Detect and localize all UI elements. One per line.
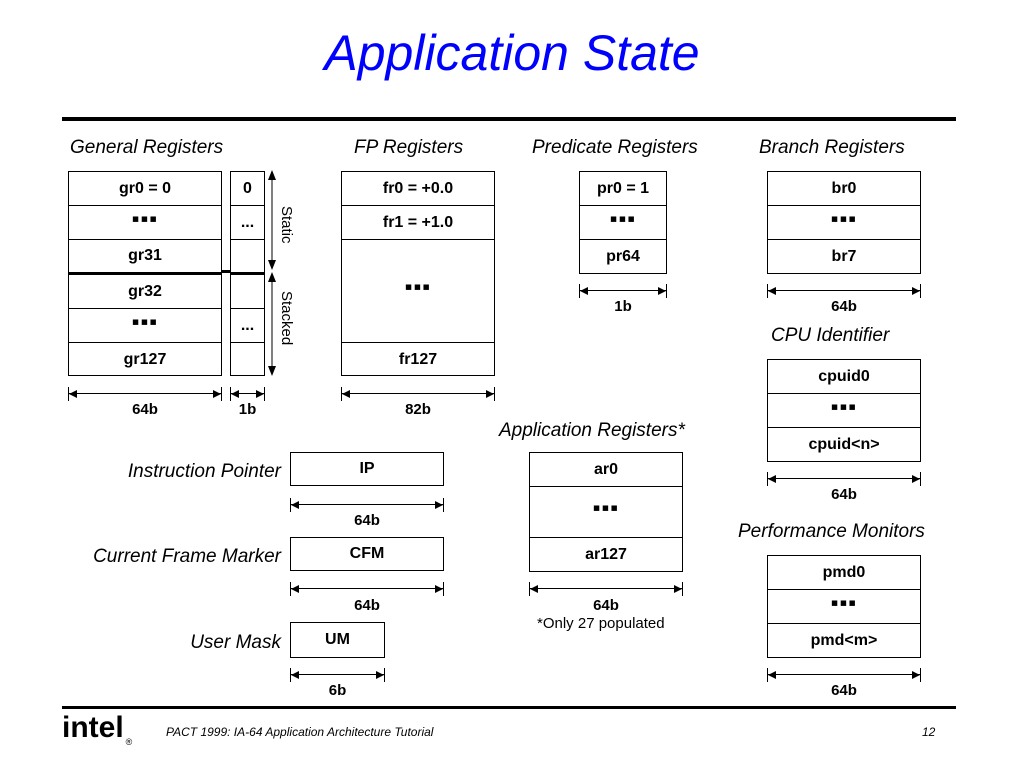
cpu-identifier-header: CPU Identifier xyxy=(771,325,890,346)
general-registers-header: General Registers xyxy=(70,137,224,158)
ar-cell: ar127 xyxy=(585,546,627,563)
fr-cell: ▪▪▪ xyxy=(342,240,494,343)
pr-cell: pr0 = 1 xyxy=(580,172,666,206)
nat-cell: 0 xyxy=(231,172,264,206)
nat-cell xyxy=(231,275,264,309)
nat-cell: ... xyxy=(231,206,264,240)
fr-width-dimension xyxy=(341,387,495,401)
gr-cell: gr31 xyxy=(69,240,221,275)
um-width-dimension xyxy=(290,668,385,682)
slide-title: Application State xyxy=(324,25,700,81)
footer-text: PACT 1999: IA-64 Application Architectur… xyxy=(166,725,434,739)
registered-mark-icon: ® xyxy=(125,737,133,747)
ar-width-dimension xyxy=(529,582,683,596)
stacked-label: Stacked xyxy=(278,291,295,346)
intel-logo: intel® xyxy=(62,711,132,747)
gr-cell: ▪▪▪ xyxy=(69,206,221,240)
br-cell: br0 xyxy=(768,172,920,206)
br-cell: br7 xyxy=(831,248,857,265)
instruction-pointer-label: Instruction Pointer xyxy=(127,461,281,482)
application-registers-header: Application Registers* xyxy=(499,420,685,441)
pmd-width-dimension xyxy=(767,668,921,682)
gr-cell: gr0 = 0 xyxy=(69,172,221,206)
ip-cell: IP xyxy=(359,460,375,477)
cfm-width-label: 64b xyxy=(354,597,380,614)
ar-width-label: 64b xyxy=(593,597,619,614)
cpu-identifier-stack: cpuid0 ▪▪▪ cpuid<n> xyxy=(767,359,921,462)
gr-cell: gr127 xyxy=(123,350,167,368)
ar-cell: ar0 xyxy=(530,453,682,487)
fr-cell: fr127 xyxy=(398,350,438,368)
current-frame-marker-label: Current Frame Marker xyxy=(93,546,281,567)
br-cell: ▪▪▪ xyxy=(768,206,920,240)
nat-cell xyxy=(231,343,264,376)
pr-cell: pr64 xyxy=(606,248,640,265)
pmd-cell: pmd0 xyxy=(768,556,920,590)
ip-width-label: 64b xyxy=(354,512,380,529)
nat-cell: ... xyxy=(231,309,264,343)
gr-width-label: 64b xyxy=(132,401,158,418)
branch-registers-header: Branch Registers xyxy=(759,137,905,158)
ar-cell: ▪▪▪ xyxy=(530,487,682,538)
pr-width-label: 1b xyxy=(614,298,632,315)
um-cell: UM xyxy=(325,631,350,648)
static-label: Static xyxy=(278,206,295,244)
general-registers-stack: gr0 = 0 ▪▪▪ gr31 gr32 ▪▪▪ gr127 xyxy=(68,171,222,376)
pmd-cell: ▪▪▪ xyxy=(768,590,920,624)
static-stacked-arrows xyxy=(268,170,276,376)
intel-logo-text: intel xyxy=(62,711,124,744)
fr-cell: fr0 = +0.0 xyxy=(342,172,494,206)
performance-monitors-stack: pmd0 ▪▪▪ pmd<m> xyxy=(767,555,921,658)
predicate-registers-header: Predicate Registers xyxy=(532,137,698,158)
nat-width-label: 1b xyxy=(238,401,257,418)
nat-bits-stack: 0 ... ... xyxy=(230,171,265,376)
ar-footnote: *Only 27 populated xyxy=(537,615,665,632)
static-stacked-divider xyxy=(222,270,230,273)
bottom-rule xyxy=(62,706,956,709)
application-registers-stack: ar0 ▪▪▪ ar127 xyxy=(529,452,683,572)
predicate-registers-stack: pr0 = 1 ▪▪▪ pr64 xyxy=(579,171,667,274)
fr-width-label: 82b xyxy=(405,401,431,418)
branch-registers-stack: br0 ▪▪▪ br7 xyxy=(767,171,921,274)
nat-cell xyxy=(231,240,264,275)
gr-width-dimension xyxy=(68,387,222,401)
pmd-cell: pmd<m> xyxy=(810,632,878,649)
br-width-label: 64b xyxy=(831,298,857,315)
fp-registers-stack: fr0 = +0.0 fr1 = +1.0 ▪▪▪ fr127 xyxy=(341,171,495,376)
gr-cell: ▪▪▪ xyxy=(69,309,221,343)
cpuid-cell: cpuid<n> xyxy=(808,436,880,453)
um-width-label: 6b xyxy=(328,682,347,699)
cpuid-cell: cpuid0 xyxy=(768,360,920,394)
nat-width-dimension xyxy=(230,387,265,401)
cpuid-cell: ▪▪▪ xyxy=(768,394,920,428)
ip-register-box: IP xyxy=(290,452,444,486)
cpuid-width-label: 64b xyxy=(831,486,857,503)
br-width-dimension xyxy=(767,284,921,298)
cpuid-width-dimension xyxy=(767,472,921,486)
page-number: 12 xyxy=(922,725,936,739)
pr-width-dimension xyxy=(579,284,667,298)
cfm-cell: CFM xyxy=(349,545,385,562)
ip-width-dimension xyxy=(290,498,444,512)
fp-registers-header: FP Registers xyxy=(354,137,464,158)
um-register-box: UM xyxy=(290,622,385,658)
cfm-width-dimension xyxy=(290,582,444,596)
cfm-register-box: CFM xyxy=(290,537,444,571)
fr-cell: fr1 = +1.0 xyxy=(342,206,494,240)
user-mask-label: User Mask xyxy=(190,632,281,653)
gr-cell: gr32 xyxy=(69,275,221,309)
pr-cell: ▪▪▪ xyxy=(580,206,666,240)
pmd-width-label: 64b xyxy=(831,682,857,699)
top-rule xyxy=(62,117,956,121)
performance-monitors-header: Performance Monitors xyxy=(738,521,925,542)
